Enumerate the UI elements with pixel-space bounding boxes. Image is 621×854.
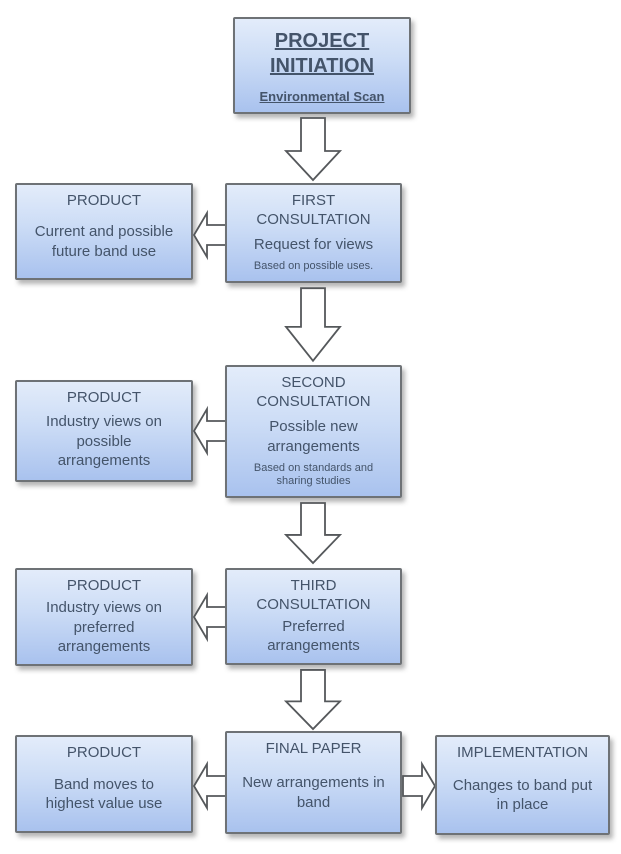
second-consultation-box: SECOND CONSULTATION Possible new arrange… bbox=[225, 365, 402, 498]
stage-title: FINAL PAPER bbox=[265, 740, 362, 757]
project-initiation-box: PROJECT INITIATION Environmental Scan bbox=[233, 17, 411, 114]
stage-note: Based on possible uses. bbox=[253, 259, 374, 272]
product-body: Industry views on preferred arrangements bbox=[46, 599, 162, 656]
product-title: PRODUCT bbox=[66, 389, 142, 406]
product-box-row3: PRODUCT Industry views on preferred arra… bbox=[15, 568, 193, 666]
left-arrow-icon bbox=[193, 594, 227, 640]
third-consultation-box: THIRD CONSULTATION Preferred arrangement… bbox=[225, 568, 402, 665]
down-arrow-icon bbox=[284, 287, 342, 362]
down-arrow-icon bbox=[284, 502, 342, 564]
first-consultation-box: FIRST CONSULTATION Request for views Bas… bbox=[225, 183, 402, 283]
environmental-scan-label: Environmental Scan bbox=[259, 89, 385, 104]
down-arrow-icon bbox=[284, 669, 342, 730]
stage-title: FIRST CONSULTATION bbox=[256, 192, 371, 228]
project-initiation-title: PROJECT INITIATION bbox=[269, 30, 375, 77]
stage-title: IMPLEMENTATION bbox=[456, 744, 589, 761]
down-arrow-icon bbox=[284, 117, 342, 181]
left-arrow-icon bbox=[193, 763, 227, 809]
right-arrow-icon bbox=[402, 763, 436, 809]
stage-body: Request for views bbox=[253, 235, 374, 253]
product-body: Current and possible future band use bbox=[34, 223, 174, 260]
product-body: Industry views on possible arrangements bbox=[46, 413, 162, 470]
product-box-row2: PRODUCT Industry views on possible arran… bbox=[15, 380, 193, 482]
stage-body: Changes to band put in place bbox=[452, 776, 593, 814]
product-title: PRODUCT bbox=[66, 192, 142, 209]
stage-title: THIRD CONSULTATION bbox=[256, 577, 371, 613]
final-paper-box: FINAL PAPER New arrangements in band bbox=[225, 731, 402, 834]
stage-body: Preferred arrangements bbox=[267, 617, 360, 655]
stage-body: Possible new arrangements bbox=[267, 418, 360, 455]
product-title: PRODUCT bbox=[66, 577, 142, 594]
product-box-row1: PRODUCT Current and possible future band… bbox=[15, 183, 193, 280]
stage-title: SECOND CONSULTATION bbox=[256, 374, 371, 410]
stage-note: Based on standards and sharing studies bbox=[253, 461, 374, 487]
implementation-box: IMPLEMENTATION Changes to band put in pl… bbox=[435, 735, 610, 835]
product-body: Band moves to highest value use bbox=[45, 775, 163, 813]
product-title: PRODUCT bbox=[66, 744, 142, 761]
left-arrow-icon bbox=[193, 408, 227, 454]
product-box-row4: PRODUCT Band moves to highest value use bbox=[15, 735, 193, 833]
left-arrow-icon bbox=[193, 212, 227, 258]
stage-body: New arrangements in band bbox=[242, 774, 385, 811]
